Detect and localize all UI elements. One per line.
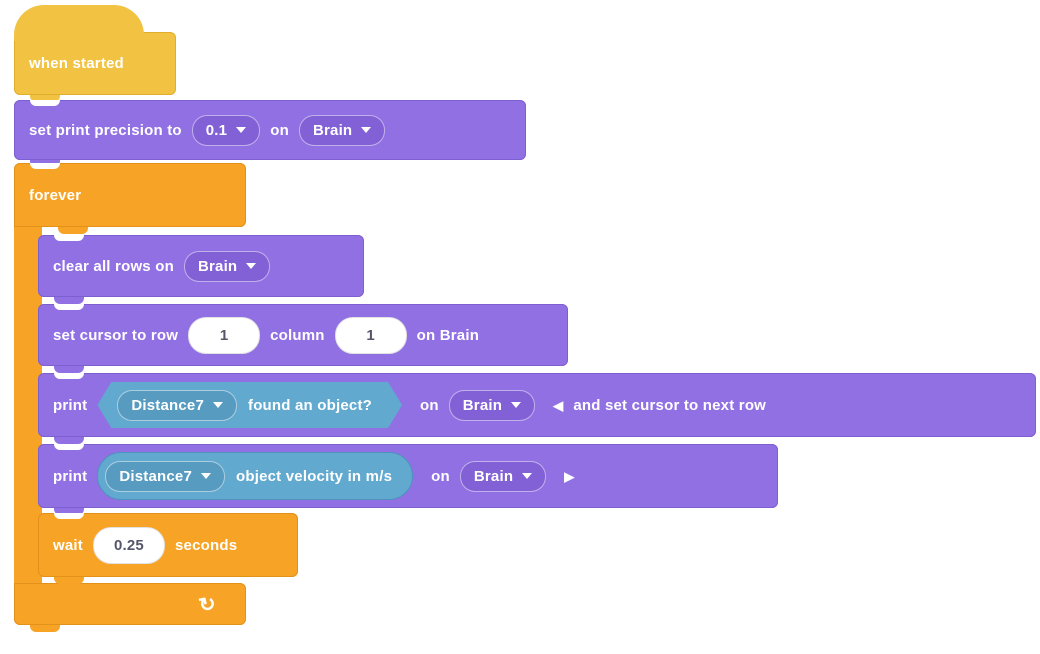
print-velocity-block[interactable]: print Distance7 object velocity in m/s o… [38,444,778,515]
device-dropdown[interactable]: Brain [448,389,536,421]
device-value: Brain [197,257,238,275]
device-value: Brain [462,396,503,414]
reporter-label: object velocity in m/s [236,467,393,485]
chevron-down-icon [201,473,211,479]
distance-sensor-dropdown[interactable]: Distance7 [117,390,237,421]
condition-label: found an object? [248,396,373,414]
precision-dropdown[interactable]: 0.1 [191,114,261,146]
when-started-block[interactable]: when started [14,5,176,102]
forever-block[interactable]: forever [14,163,246,234]
loop-arrow-icon: ↻ [197,591,219,618]
expand-toggle-icon[interactable]: ▶ [564,468,575,484]
set-cursor-suffix-label: and set cursor to next row [573,396,767,414]
collapse-toggle-icon[interactable]: ◀ [553,397,564,413]
found-object-condition[interactable]: Distance7 found an object? [97,382,402,428]
sensor-value: Distance7 [131,396,204,414]
forever-label: forever [29,186,82,204]
distance-sensor-dropdown[interactable]: Distance7 [105,460,225,492]
device-value: Brain [312,121,353,139]
forever-arm [14,227,42,583]
precision-value: 0.1 [205,121,228,139]
device-dropdown[interactable]: Brain [459,460,547,492]
set-print-precision-label: set print precision to [29,121,182,139]
device-dropdown[interactable]: Brain [298,114,386,146]
wait-label: wait [53,536,83,554]
chevron-down-icon [511,402,522,408]
chevron-down-icon [213,402,223,408]
column-input[interactable]: 1 [334,316,407,354]
clear-all-rows-block[interactable]: clear all rows on Brain [38,235,364,304]
wait-block[interactable]: wait 0.25 seconds [38,513,298,584]
row-input[interactable]: 1 [188,316,261,354]
set-cursor-block[interactable]: set cursor to row 1 column 1 on Brain [38,304,568,373]
set-cursor-label: set cursor to row [53,326,179,344]
velocity-reporter[interactable]: Distance7 object velocity in m/s [97,452,414,500]
hat-curve [14,5,144,41]
sensor-value: Distance7 [119,467,192,485]
device-value: Brain [473,467,514,485]
print-found-object-block[interactable]: print Distance7 found an object? on Brai… [38,373,1036,444]
seconds-label: seconds [174,536,238,554]
forever-footer: ↻ [14,583,246,632]
on-label: on [431,467,450,485]
print-label: print [53,396,88,414]
clear-all-rows-label: clear all rows on [53,257,174,275]
when-started-label: when started [29,55,124,72]
on-brain-label: on Brain [416,326,480,344]
chevron-down-icon [522,473,533,479]
on-label: on [420,396,439,414]
chevron-down-icon [246,263,257,269]
device-dropdown[interactable]: Brain [183,250,271,282]
chevron-down-icon [236,127,247,133]
wait-seconds-input[interactable]: 0.25 [92,526,165,564]
set-print-precision-block[interactable]: set print precision to 0.1 on Brain [14,100,526,167]
chevron-down-icon [361,127,372,133]
print-label: print [53,467,88,485]
on-label: on [270,121,289,139]
column-label: column [270,326,325,344]
